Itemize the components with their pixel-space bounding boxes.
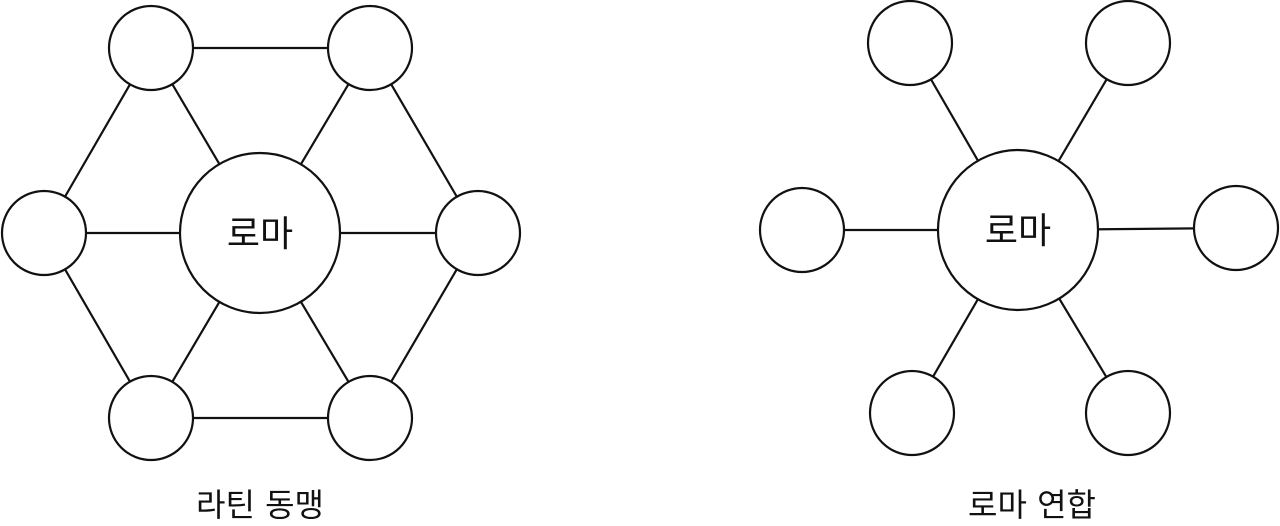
node-left [0,189,88,277]
node-center-rome [936,148,1100,312]
node-top-left [107,4,195,92]
diagram-caption: 로마 연합 [968,486,1096,524]
center-label: 로마 [985,211,1051,252]
diagram-caption: 라틴 동맹 [196,486,324,524]
node-top-right [1084,0,1172,87]
node-bottom-left [868,369,956,457]
latin-league-diagram: 로마 라틴 동맹 [0,4,522,524]
node-bottom-left [107,374,195,462]
node-top-right [326,4,414,92]
node-left [758,186,846,274]
node-center-rome [178,151,342,315]
node-top-left [866,0,954,87]
node-right [1192,184,1280,272]
node-right [434,189,522,277]
center-label: 로마 [227,214,293,255]
node-bottom-right [326,374,414,462]
roman-confederation-diagram: 로마 로마 연합 [758,0,1280,524]
node-bottom-right [1084,369,1172,457]
